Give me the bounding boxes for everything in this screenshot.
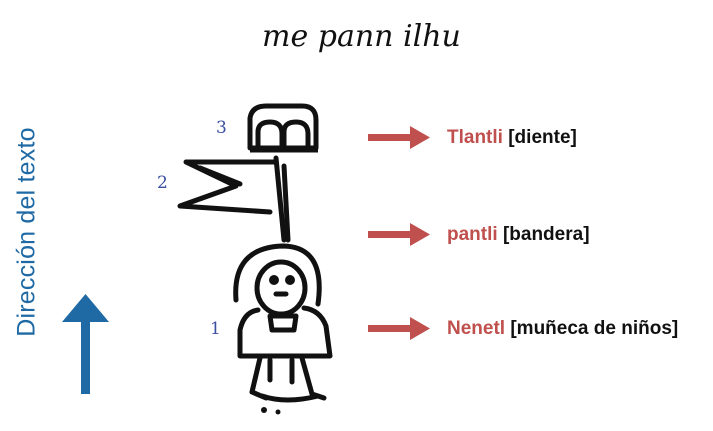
handwritten-caption: me pann ilhu: [262, 19, 461, 54]
spanish-gloss: [bandera]: [502, 224, 590, 245]
flag-glyph: [177, 155, 291, 243]
spanish-gloss: [muñeca de niños]: [510, 318, 679, 339]
doll-glyph: [233, 243, 333, 403]
pointer-arrow-2: [368, 223, 430, 246]
pointer-arrow-1: [368, 126, 430, 149]
nahuatl-word: pantli: [447, 224, 498, 245]
glyph-number-1: 1: [210, 319, 221, 339]
ink-dot: [261, 407, 267, 413]
component-label-teeth: Tlantli [diente]: [447, 127, 577, 149]
nahuatl-word: Nenetl: [447, 318, 506, 339]
spanish-gloss: [diente]: [508, 127, 577, 148]
pointer-arrow-3: [368, 317, 430, 340]
teeth-glyph: [247, 103, 319, 153]
component-label-flag: pantli [bandera]: [447, 224, 590, 246]
component-label-doll: Nenetl [muñeca de niños]: [447, 318, 678, 340]
direction-caption: Dirección del texto: [12, 127, 41, 337]
glyph-number-3: 3: [216, 118, 227, 138]
nahuatl-word: Tlantli: [447, 127, 503, 148]
direction-arrow-icon: [62, 294, 109, 394]
ink-dot: [275, 409, 281, 415]
glyph-number-2: 2: [157, 173, 168, 193]
